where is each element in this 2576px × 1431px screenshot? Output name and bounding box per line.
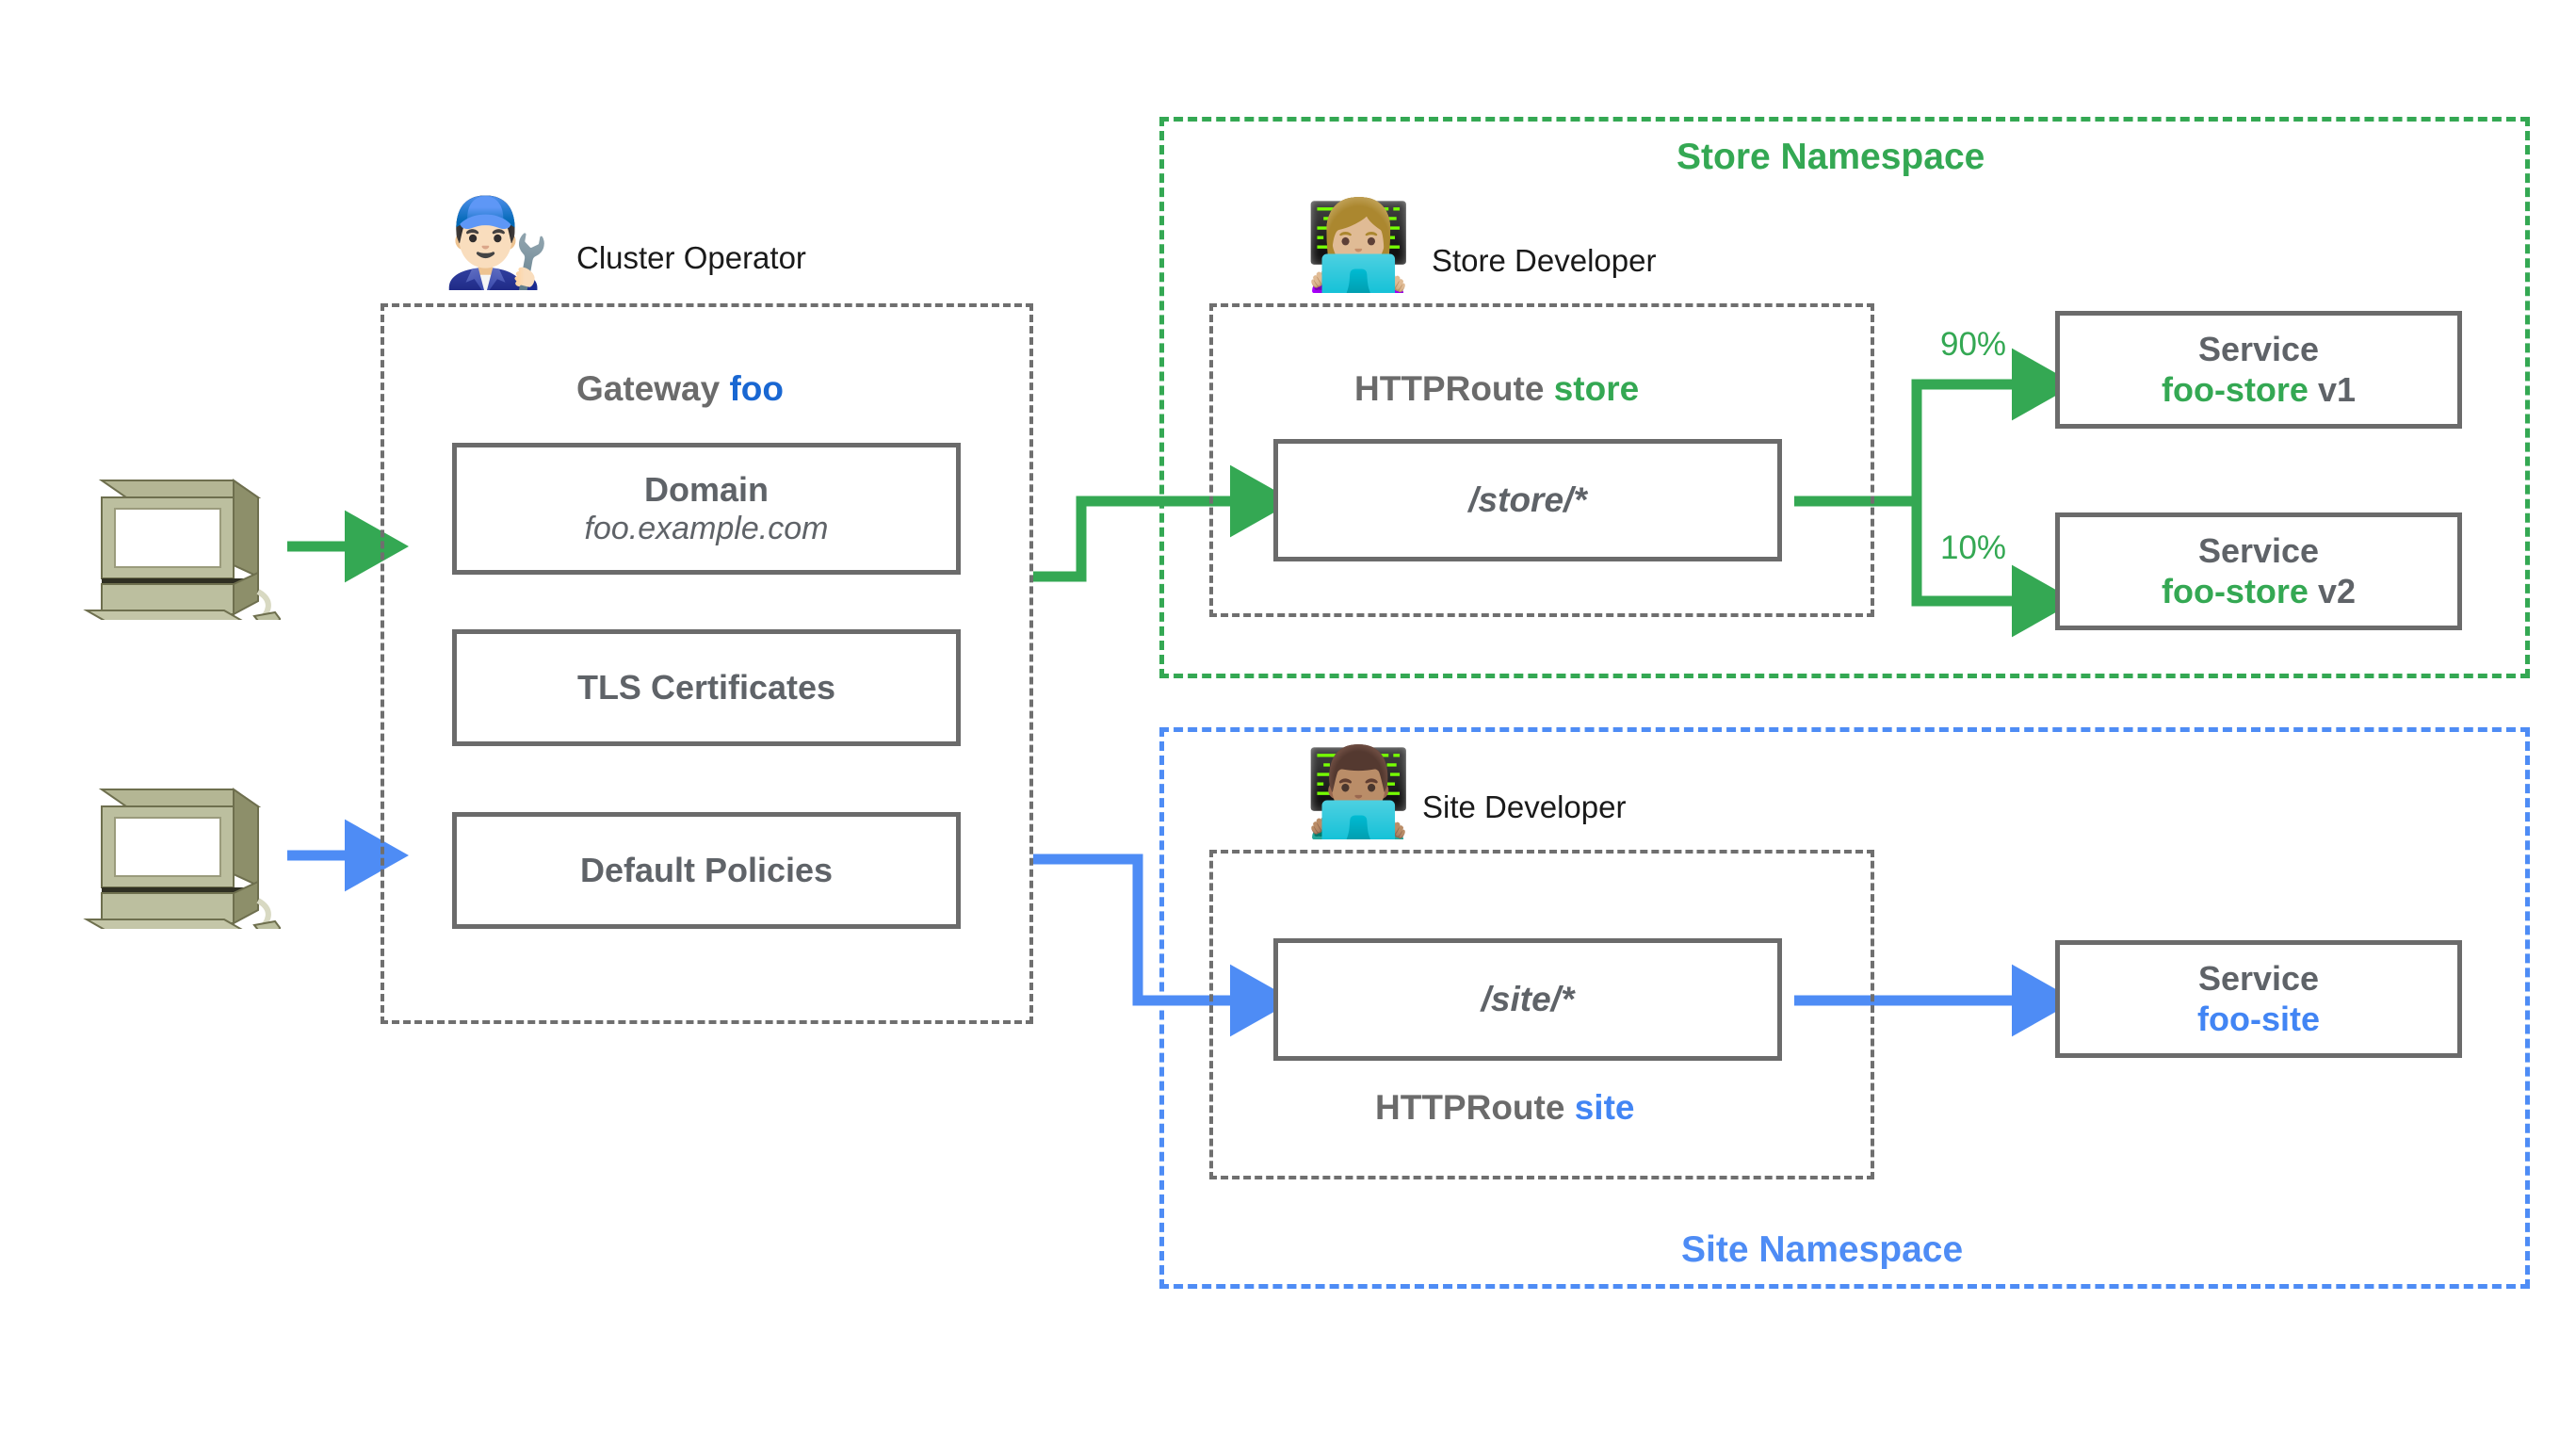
- man-mechanic-emoji: 👨🏻‍🔧: [443, 195, 551, 291]
- site-route-heading-prefix: HTTPRoute: [1375, 1088, 1565, 1127]
- gateway-heading-prefix: Gateway: [576, 369, 721, 408]
- gateway-item-domain[interactable]: Domain foo.example.com: [452, 443, 961, 575]
- store-namespace-container: [1159, 117, 2530, 678]
- store-httproute-container: [1209, 303, 1874, 617]
- site-developer-label: Site Developer: [1422, 789, 1627, 824]
- store-backend-service-v2-name-text: foo-store: [2161, 572, 2309, 611]
- client-top: [73, 460, 283, 627]
- gateway-item-domain-subtitle: foo.example.com: [584, 511, 829, 547]
- store-backend-service-v1-kind: Service: [2197, 329, 2320, 368]
- store-backend-service-v1-name-text: foo-store: [2161, 370, 2309, 410]
- site-backend-service-kind: Service: [2197, 958, 2320, 998]
- site-backend-service-name: foo-site: [2197, 999, 2320, 1039]
- gateway-item-tls-title: TLS Certificates: [576, 667, 836, 707]
- site-httproute-container: [1209, 850, 1874, 1179]
- gateway-heading: Gateway foo: [576, 369, 784, 409]
- store-backend-service-v1-name: foo-store v1: [2162, 369, 2356, 410]
- gateway-heading-accent: foo: [729, 369, 785, 408]
- store-route-heading-prefix: HTTPRoute: [1354, 369, 1545, 408]
- man-technologist-emoji: 👨🏽‍💻: [1304, 744, 1413, 840]
- store-backend-service-v2-name: foo-store v2: [2162, 571, 2356, 611]
- woman-technologist-emoji: 👩🏼‍💻: [1304, 198, 1413, 294]
- store-backend-service-v1[interactable]: Service foo-store v1: [2055, 311, 2462, 429]
- site-backend-service-name-text: foo-site: [2197, 1000, 2320, 1039]
- site-route-heading: HTTPRoute site: [1375, 1088, 1634, 1128]
- store-backend-weight-v2: 10%: [1940, 529, 2007, 566]
- store-route-heading-accent: store: [1553, 369, 1640, 408]
- store-developer-label: Store Developer: [1432, 243, 1657, 278]
- gateway-container: [381, 303, 1033, 1024]
- site-namespace-container: [1159, 727, 2530, 1289]
- site-route-path: /site/*: [1481, 980, 1575, 1018]
- store-backend-weight-v1: 90%: [1940, 326, 2007, 363]
- desktop-computer-icon: [83, 788, 283, 936]
- cluster-operator-label: Cluster Operator: [576, 240, 806, 275]
- gateway-item-tls[interactable]: TLS Certificates: [452, 629, 961, 746]
- site-namespace-label: Site Namespace: [1681, 1229, 1964, 1270]
- store-route-heading: HTTPRoute store: [1354, 369, 1639, 409]
- gateway-item-domain-title: Domain: [643, 469, 769, 509]
- store-namespace-label: Store Namespace: [1677, 137, 1985, 177]
- gateway-item-policies[interactable]: Default Policies: [452, 812, 961, 929]
- store-route-path-box[interactable]: /store/*: [1273, 439, 1782, 561]
- store-backend-service-v2-kind: Service: [2197, 530, 2320, 570]
- gateway-item-policies-title: Default Policies: [579, 850, 834, 889]
- store-backend-service-v1-version: v1: [2317, 370, 2357, 410]
- store-backend-service-v2[interactable]: Service foo-store v2: [2055, 512, 2462, 630]
- store-backend-service-v2-version: v2: [2317, 572, 2357, 611]
- desktop-computer-icon: [83, 479, 283, 627]
- client-bottom: [73, 769, 283, 936]
- store-route-path: /store/*: [1468, 480, 1587, 519]
- site-route-heading-accent: site: [1574, 1088, 1635, 1127]
- site-backend-service[interactable]: Service foo-site: [2055, 940, 2462, 1058]
- site-route-path-box[interactable]: /site/*: [1273, 938, 1782, 1061]
